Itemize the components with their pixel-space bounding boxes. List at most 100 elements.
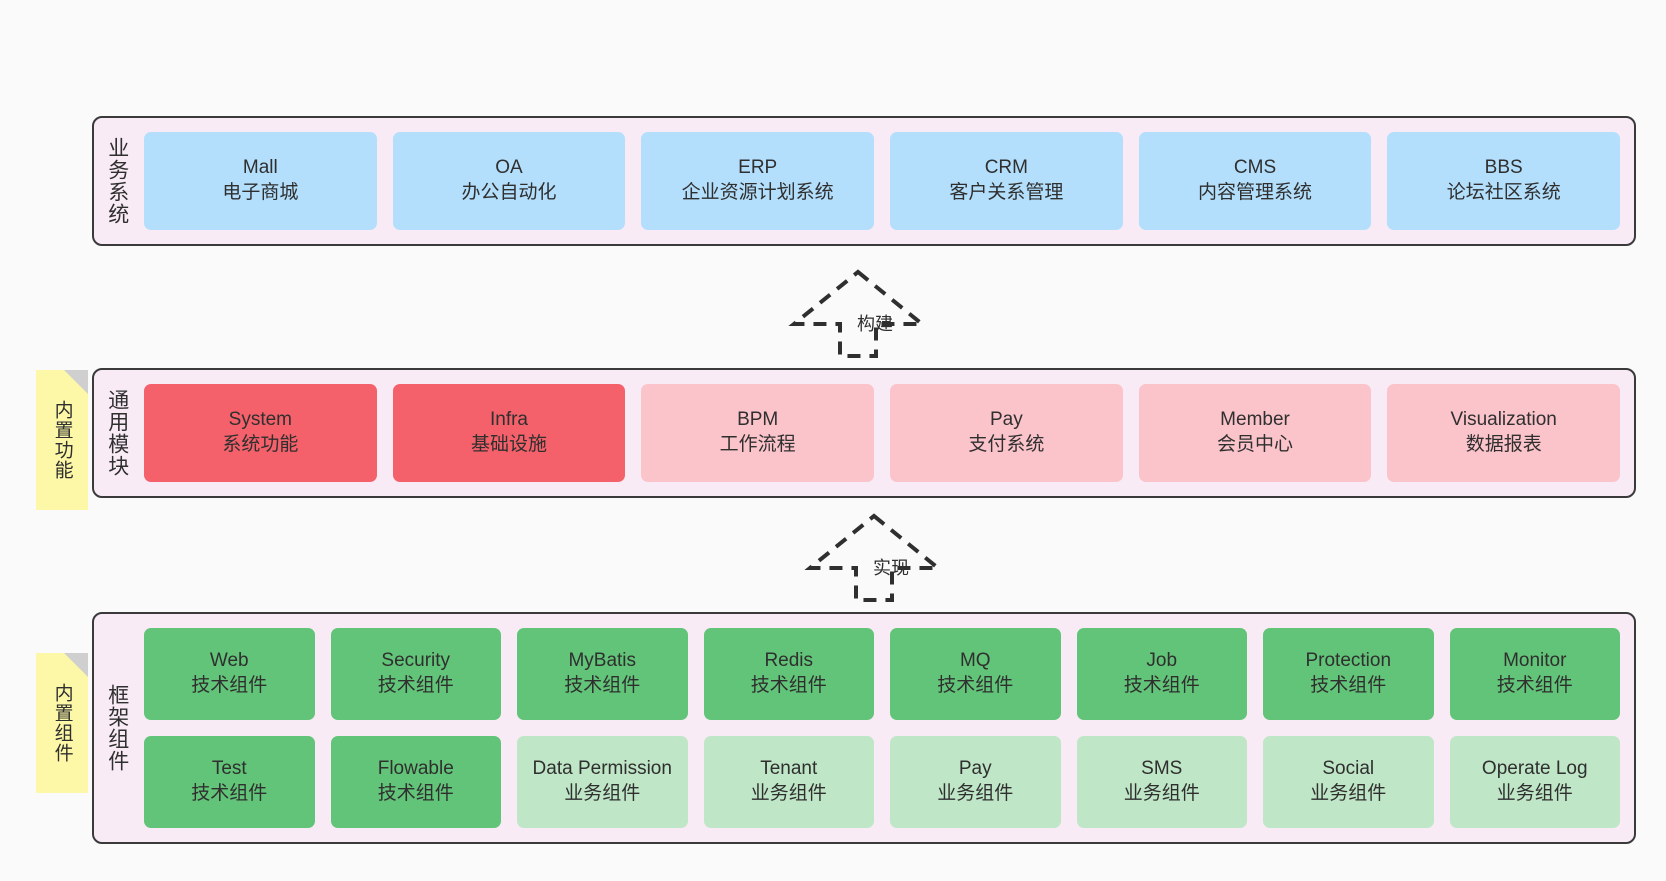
- module-card[interactable]: Pay 业务组件: [890, 736, 1061, 828]
- module-card-subtitle: 技术组件: [377, 783, 454, 804]
- page-fold-icon: [64, 653, 88, 677]
- module-card[interactable]: Operate Log 业务组件: [1449, 736, 1620, 828]
- module-card-name: System: [228, 409, 293, 431]
- layer-label-business-systems: 业务系统: [105, 137, 129, 225]
- layer-common-modules: 通用模块 System 系统功能 Infra 基础设施 BPM 工作流程 Pay 支付系统 Me…: [92, 368, 1636, 498]
- module-card-subtitle: 基础设施: [471, 434, 548, 455]
- module-card[interactable]: MyBatis 技术组件: [517, 628, 688, 720]
- module-card[interactable]: Monitor 技术组件: [1449, 628, 1620, 720]
- module-card[interactable]: BPM 工作流程: [641, 384, 875, 482]
- module-card-subtitle: 业务组件: [1123, 783, 1200, 804]
- note-builtin-function: 内置功能: [36, 370, 88, 510]
- module-card-name: MQ: [959, 650, 991, 672]
- module-card-name: Web: [209, 650, 249, 672]
- module-card-name: Monitor: [1503, 650, 1567, 672]
- module-card-subtitle: 内容管理系统: [1198, 182, 1313, 203]
- module-card-name: Redis: [764, 650, 814, 672]
- module-card-name: Pay: [989, 409, 1023, 431]
- module-card-subtitle: 业务组件: [1496, 783, 1573, 804]
- module-card-subtitle: 业务组件: [750, 783, 827, 804]
- module-card[interactable]: Security 技术组件: [330, 628, 501, 720]
- module-card-subtitle: 工作流程: [719, 434, 796, 455]
- module-card-subtitle: 技术组件: [1123, 675, 1200, 696]
- module-card-subtitle: 业务组件: [564, 783, 641, 804]
- module-card-name: ERP: [738, 157, 778, 179]
- module-card-name: CRM: [984, 157, 1028, 179]
- module-card[interactable]: Member 会员中心: [1138, 384, 1372, 482]
- layer-label-common-modules: 通用模块: [105, 389, 129, 477]
- page-fold-icon: [64, 370, 88, 394]
- module-card[interactable]: Protection 技术组件: [1263, 628, 1434, 720]
- module-card-name: Test: [211, 758, 247, 780]
- module-card-subtitle: 数据报表: [1465, 434, 1542, 455]
- module-card[interactable]: Infra 基础设施: [392, 384, 626, 482]
- module-card-name: Pay: [958, 758, 992, 780]
- arrow-implement: 实现: [804, 512, 944, 602]
- layer-body-common-modules: System 系统功能 Infra 基础设施 BPM 工作流程 Pay 支付系统 Member 会…: [140, 370, 1634, 496]
- module-card[interactable]: Pay 支付系统: [890, 384, 1123, 482]
- module-card-name: BBS: [1484, 157, 1523, 179]
- module-card-subtitle: 业务组件: [937, 783, 1014, 804]
- module-card[interactable]: Job 技术组件: [1076, 628, 1247, 720]
- module-card-name: Job: [1146, 650, 1178, 672]
- module-card-subtitle: 支付系统: [968, 434, 1045, 455]
- module-card[interactable]: System 系统功能: [144, 384, 377, 482]
- card-row: System 系统功能 Infra 基础设施 BPM 工作流程 Pay 支付系统 Member 会…: [144, 384, 1621, 482]
- module-card-subtitle: 技术组件: [191, 675, 268, 696]
- module-card[interactable]: Test 技术组件: [144, 736, 315, 828]
- module-card-subtitle: 电子商城: [222, 182, 299, 203]
- module-card-subtitle: 办公自动化: [461, 182, 557, 203]
- module-card[interactable]: MQ 技术组件: [890, 628, 1061, 720]
- module-card-subtitle: 技术组件: [750, 675, 827, 696]
- layer-label-framework-components: 框架组件: [105, 684, 129, 772]
- module-card[interactable]: Web 技术组件: [144, 628, 315, 720]
- arrow-build-label: 构建: [857, 314, 893, 334]
- arrow-build: 构建: [788, 268, 928, 358]
- module-card-name: SMS: [1141, 758, 1183, 780]
- module-card-subtitle: 论坛社区系统: [1446, 182, 1561, 203]
- module-card-name: Tenant: [760, 758, 818, 780]
- module-card-name: Member: [1220, 409, 1290, 431]
- note-builtin-component: 内置组件: [36, 653, 88, 793]
- module-card-subtitle: 系统功能: [222, 434, 299, 455]
- module-card-name: Social: [1322, 758, 1375, 780]
- module-card-name: OA: [495, 157, 523, 179]
- module-card-subtitle: 技术组件: [1496, 675, 1573, 696]
- module-card-subtitle: 技术组件: [937, 675, 1014, 696]
- module-card-name: Operate Log: [1481, 758, 1588, 780]
- module-card-name: MyBatis: [568, 650, 637, 672]
- module-card-name: BPM: [737, 409, 779, 431]
- module-card-subtitle: 技术组件: [1310, 675, 1387, 696]
- module-card[interactable]: Redis 技术组件: [703, 628, 874, 720]
- module-card-subtitle: 技术组件: [377, 675, 454, 696]
- module-card-name: Data Permission: [532, 758, 672, 780]
- arrow-implement-label: 实现: [873, 558, 909, 578]
- module-card-name: Infra: [489, 409, 529, 431]
- module-card-name: Visualization: [1450, 409, 1557, 431]
- module-card-subtitle: 会员中心: [1217, 434, 1294, 455]
- module-card[interactable]: Tenant 业务组件: [703, 736, 874, 828]
- module-card[interactable]: Data Permission 业务组件: [517, 736, 688, 828]
- module-card-name: Security: [381, 650, 451, 672]
- module-card-subtitle: 技术组件: [191, 783, 268, 804]
- note-builtin-function-label: 内置功能: [51, 400, 73, 480]
- module-card-name: Protection: [1305, 650, 1392, 672]
- note-builtin-component-label: 内置组件: [51, 683, 73, 763]
- module-card[interactable]: SMS 业务组件: [1076, 736, 1247, 828]
- module-card[interactable]: OA 办公自动化: [392, 132, 626, 230]
- module-card[interactable]: BBS 论坛社区系统: [1387, 132, 1621, 230]
- module-card-subtitle: 技术组件: [564, 675, 641, 696]
- module-card[interactable]: Visualization 数据报表: [1387, 384, 1621, 482]
